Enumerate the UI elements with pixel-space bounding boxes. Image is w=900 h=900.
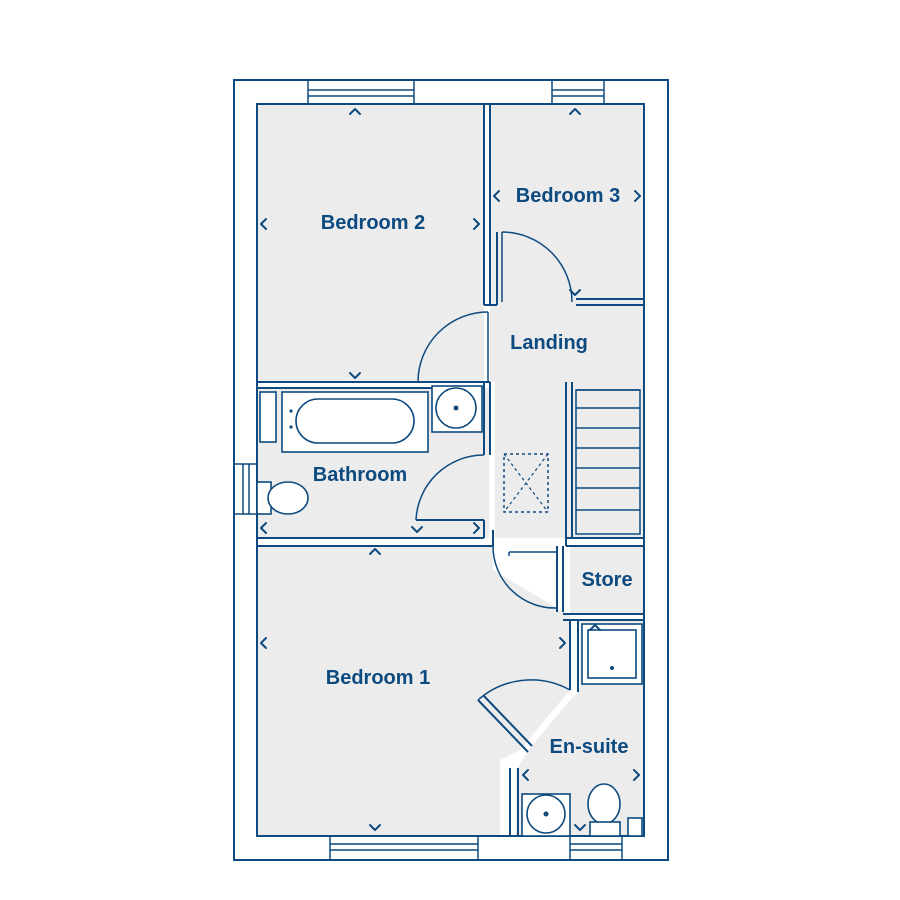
- staircase: [575, 389, 641, 535]
- landing-floor: [490, 299, 644, 538]
- stairwell-floor: [566, 382, 644, 538]
- dimension-marker-bed1-left: [260, 637, 267, 649]
- bedroom-3-floor: [490, 104, 644, 299]
- windows: [233, 79, 623, 861]
- dimension-marker-ensuite-top: [589, 624, 601, 631]
- dimension-marker-bed1-top: [369, 548, 381, 555]
- store-floor: [570, 546, 644, 614]
- dimension-marker-bed3-left: [493, 190, 500, 202]
- shower-tray: [581, 623, 643, 685]
- ensuite-boxing: [627, 817, 643, 837]
- bath-panel: [259, 391, 277, 443]
- dimension-marker-bed3-right: [634, 190, 641, 202]
- door-swings: [415, 231, 573, 701]
- room-label-landing: Landing: [510, 332, 588, 354]
- dimension-marker-bath-right: [473, 522, 480, 534]
- dimension-marker-bath-left: [260, 522, 267, 534]
- dimension-markers: [260, 108, 641, 831]
- dimension-marker-bed3-bottom: [569, 289, 581, 296]
- loft-hatch: [503, 453, 549, 513]
- room-label-bathroom: Bathroom: [313, 464, 407, 486]
- ensuite-toilet: [587, 783, 621, 837]
- dimension-marker-bed1-bottom: [369, 824, 381, 831]
- bathroom-basin: [431, 385, 483, 433]
- bedroom-2-floor: [257, 104, 484, 382]
- dimension-marker-bed2-bottom: [349, 372, 361, 379]
- room-label-bedroom-2: Bedroom 2: [321, 212, 425, 234]
- dimension-marker-bed2-top: [349, 108, 361, 115]
- dimension-marker-bath-bottom: [411, 526, 423, 533]
- dimension-marker-bed2-right: [473, 218, 480, 230]
- room-label-bedroom-1: Bedroom 1: [326, 667, 430, 689]
- dimension-marker-ensuite-bottom: [574, 824, 586, 831]
- room-label-bedroom-3: Bedroom 3: [516, 185, 620, 207]
- dimension-marker-bed2-left: [260, 218, 267, 230]
- room-label-ensuite: En-suite: [550, 736, 629, 758]
- room-label-store: Store: [581, 569, 632, 591]
- dimension-marker-ensuite-left: [522, 769, 529, 781]
- bathroom-toilet: [256, 481, 309, 515]
- dimension-marker-bed3-top: [569, 108, 581, 115]
- internal-walls: [256, 103, 645, 837]
- dimension-marker-bed1-right: [559, 637, 566, 649]
- bath-tub: [281, 391, 429, 453]
- bedroom-1-floor: [257, 546, 570, 836]
- dimension-marker-ensuite-right: [633, 769, 640, 781]
- ensuite-basin: [521, 793, 571, 837]
